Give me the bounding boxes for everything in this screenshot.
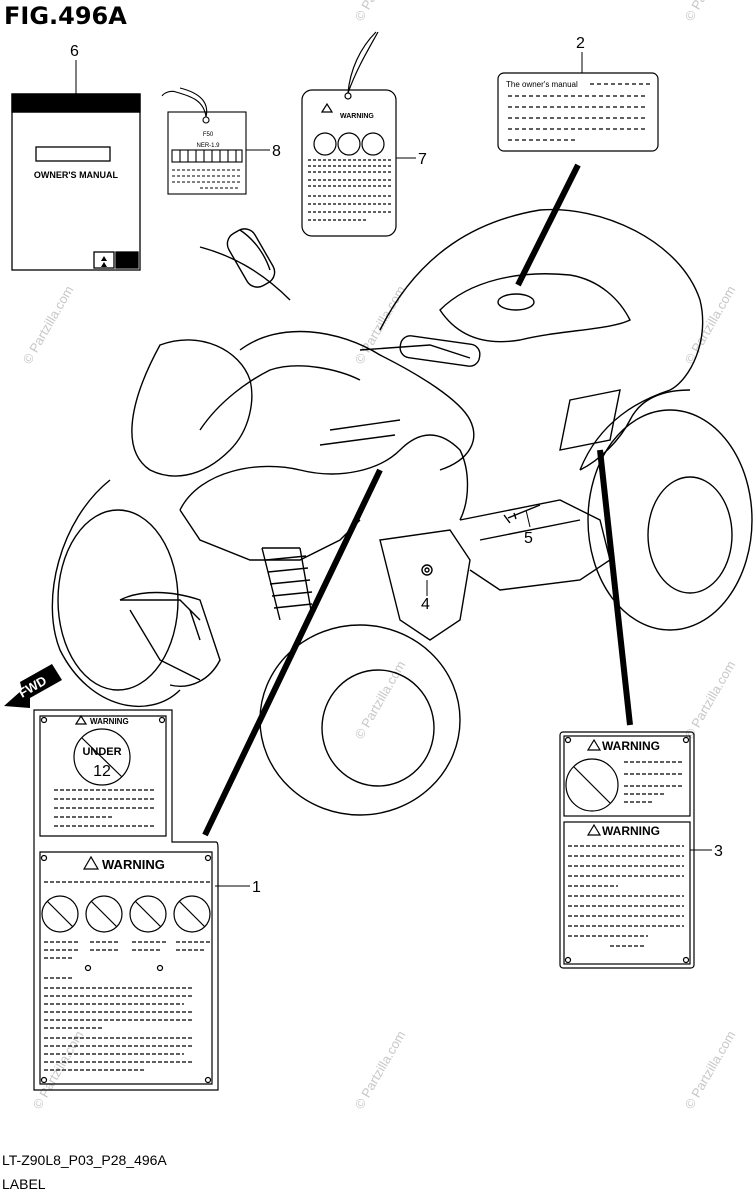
tag-warning-title: WARNING [340,113,374,120]
label3-warning-bottom: WARNING [602,824,660,838]
section-label: LABEL [2,1176,46,1192]
owners-manual-title: OWNER'S MANUAL [34,170,119,180]
watermark: © Partzilla.com [682,658,739,741]
tag-line-2: NER-1.9 [196,143,220,149]
tag-line-1: F50 [203,132,214,138]
label1-top-warning: WARNING [90,717,129,726]
owners-manual-booklet [11,93,141,271]
watermark: © Partzilla.com [682,1028,739,1111]
label3-warning-top: WARNING [602,739,660,753]
figure-code: LT-Z90L8_P03_P28_496A [2,1152,167,1168]
watermark: © Partzilla.com [352,0,409,24]
callout-6: 6 [70,43,79,60]
owners-manual-sticker [497,72,659,152]
callout-7: 7 [418,151,427,168]
callout-2: 2 [576,35,585,52]
callout-8: 8 [272,143,281,160]
watermark: © Partzilla.com [20,283,77,366]
label1-under-text: UNDER [82,746,121,758]
label1-main-warning: WARNING [102,857,165,872]
watermark: © Partzilla.com [682,283,739,366]
warning-label-3 [559,731,695,969]
figure-title: FIG.496A [4,2,127,30]
atv-illustration [51,208,753,816]
hang-tag [161,87,247,195]
label1-age-text: 12 [93,763,111,780]
leader-lines [75,52,712,887]
warning-label-1 [33,709,219,1091]
fwd-arrow-icon: FWD [4,664,62,708]
callout-4: 4 [421,596,430,613]
watermark: © Partzilla.com [352,1028,409,1111]
warning-hang-tag [301,31,397,237]
watermark: © Partzilla.com [682,0,739,24]
sticker-owners-manual-text: The owner's manual [506,80,578,89]
watermarks: © Partzilla.com © Partzilla.com © Partzi… [20,0,739,1112]
callout-1: 1 [252,879,261,896]
callout-3: 3 [714,843,723,860]
callout-5: 5 [524,530,533,547]
